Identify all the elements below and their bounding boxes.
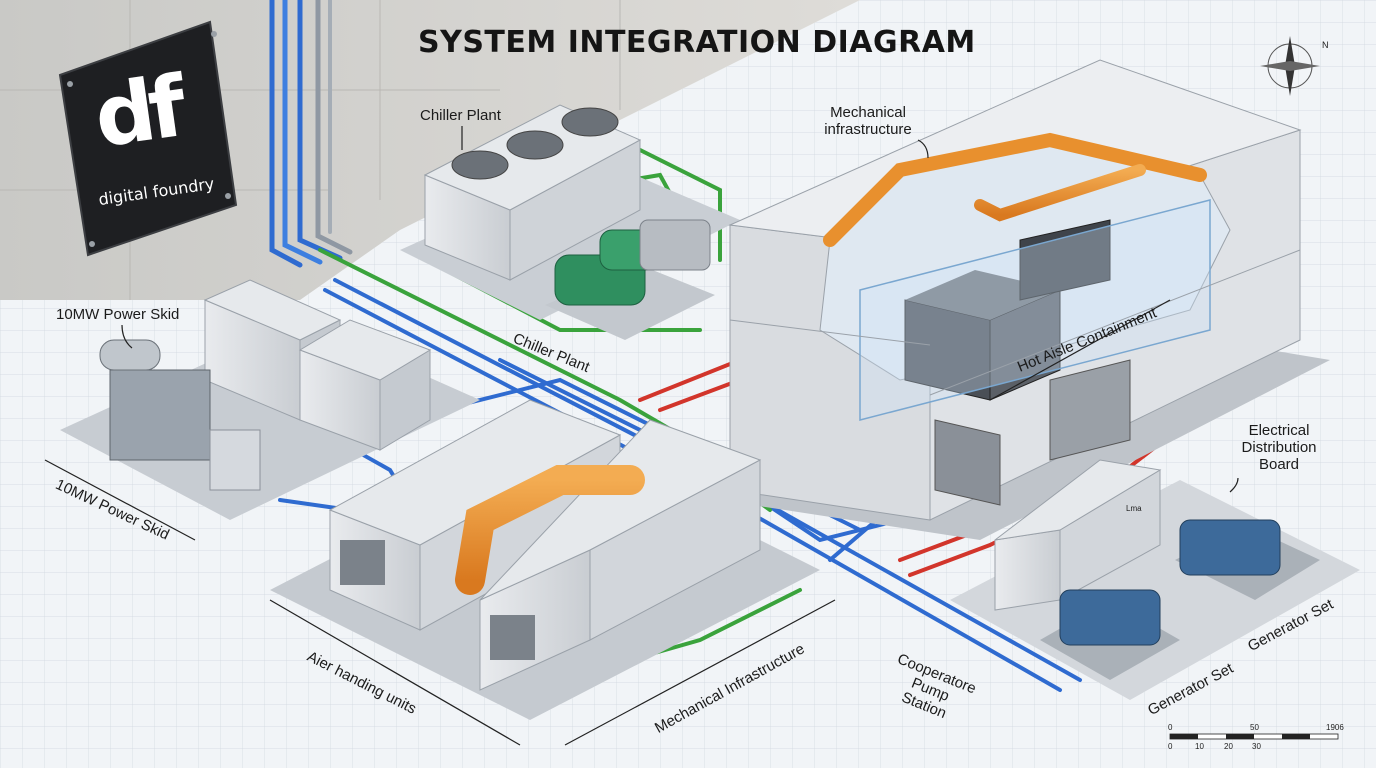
- chiller-plant-label: Chiller Plant: [420, 107, 501, 124]
- air-handling-units: [270, 399, 820, 720]
- mechanical-infrastructure-label: Mechanical infrastructure: [824, 104, 912, 138]
- scale-bottom-tick-3: 30: [1252, 742, 1261, 751]
- power-skid: [60, 279, 480, 520]
- compass-north-label: N: [1322, 40, 1329, 50]
- compass-icon: [1260, 36, 1320, 96]
- logo-plaque: [58, 20, 238, 257]
- data-hall-building: [720, 59, 1330, 540]
- scale-bar: [1169, 733, 1339, 740]
- scale-top-tick-0: 0: [1168, 723, 1173, 732]
- wall-riser-pipes: [269, 0, 353, 268]
- scale-top-tick-1: 50: [1250, 723, 1259, 732]
- generator-set-1: [1040, 589, 1180, 680]
- page-title: SYSTEM INTEGRATION DIAGRAM: [418, 25, 976, 60]
- rack-label: Lma: [1126, 504, 1142, 513]
- logo-mark: df: [88, 57, 187, 167]
- label-pointers: [44, 126, 1239, 746]
- generator-set-2: [1175, 519, 1320, 600]
- scale-top-tick-2: 1906: [1326, 723, 1344, 732]
- power-skid-label: 10MW Power Skid: [56, 306, 180, 323]
- scale-bottom-tick-2: 20: [1224, 742, 1233, 751]
- server-racks: [904, 219, 1131, 506]
- chiller-plant: [400, 104, 740, 340]
- scale-bottom-tick-1: 10: [1195, 742, 1204, 751]
- electrical-board-label: Electrical Distribution Board: [1241, 422, 1317, 473]
- scale-bottom-tick-0: 0: [1168, 742, 1173, 751]
